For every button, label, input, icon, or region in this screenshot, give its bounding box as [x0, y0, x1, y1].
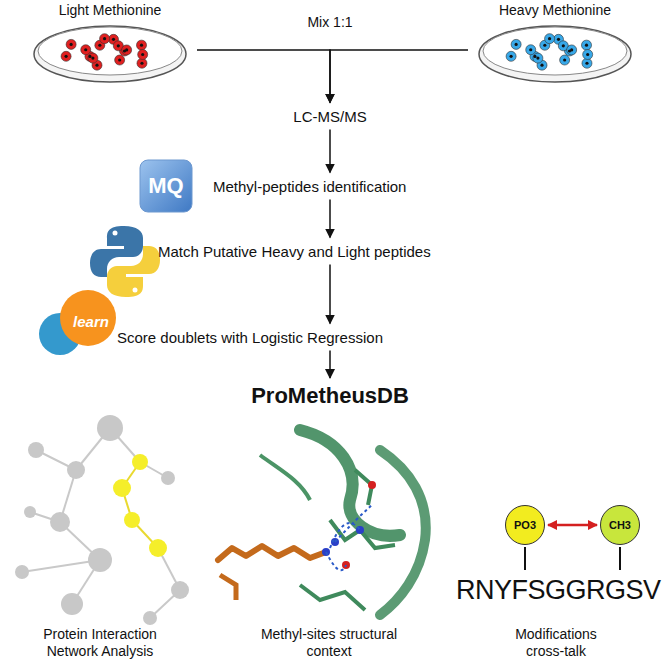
modification-circle: CH3: [600, 505, 640, 545]
flow-arrow: [329, 130, 331, 173]
step-text: Score doublets with Logistic Regression: [117, 329, 383, 346]
cell-dish: Light Methionine: [25, 2, 195, 86]
process-step: LC-MS/MS: [290, 106, 369, 127]
petri-dish: [25, 18, 195, 86]
step-text: Match Putative Heavy and Light peptides: [158, 243, 431, 260]
peptide-sequence: RNYFSGGRGSV: [456, 575, 661, 606]
panel-caption: Modifications cross-talk: [499, 626, 614, 660]
step-text: ProMetheusDB: [251, 383, 409, 409]
modification-circle: PO3: [505, 505, 545, 545]
flow-arrow: [197, 50, 330, 103]
process-step: Score doublets with Logistic Regression: [114, 327, 386, 348]
dish-heading: Heavy Methionine: [470, 2, 640, 18]
result-panel: PO3 CH3Modifications cross-talk: [450, 420, 662, 662]
maxquant-icon: [140, 160, 192, 212]
petri-dish: [470, 18, 640, 86]
cell-dish: Heavy Methionine: [470, 2, 640, 86]
mix-ratio: Mix 1:1: [307, 14, 352, 30]
flow-arrow: [329, 200, 331, 238]
result-panel: Methyl-sites structural context: [215, 420, 443, 662]
flow-arrow: [330, 50, 468, 103]
modification-label: PO3: [514, 519, 536, 531]
leader-line: [524, 547, 526, 570]
flow-arrow: [329, 265, 331, 324]
modification-label: CH3: [609, 519, 631, 531]
process-step: Match Putative Heavy and Light peptides: [155, 241, 434, 262]
icon-text: MQ: [148, 173, 183, 199]
sklearn-logo: [39, 290, 116, 355]
result-panel: Protein Interaction Network Analysis: [2, 420, 198, 662]
leader-line: [619, 547, 621, 570]
process-step: Methyl-peptides identification: [210, 176, 409, 197]
icon-text: learn: [73, 313, 109, 330]
database-name: ProMetheusDB: [248, 381, 412, 411]
panel-caption: Protein Interaction Network Analysis: [20, 626, 180, 660]
panel-caption: Methyl-sites structural context: [239, 626, 419, 660]
step-text: Methyl-peptides identification: [213, 178, 406, 195]
step-text: LC-MS/MS: [293, 108, 366, 125]
dish-heading: Light Methionine: [25, 2, 195, 18]
network-graph: [15, 415, 189, 625]
protein-structure: [218, 430, 426, 615]
python-logo: [90, 226, 160, 297]
flow-arrow: [329, 351, 331, 379]
crosstalk-arrow: [548, 524, 597, 527]
